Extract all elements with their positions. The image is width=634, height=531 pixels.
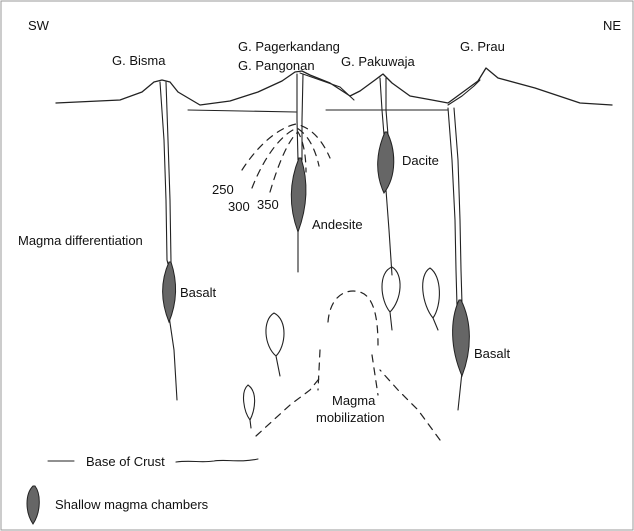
mobilization-arch [328, 291, 378, 345]
isotherm-300-label: 300 [228, 199, 250, 214]
base-of-crust-line-right [176, 459, 258, 462]
basalt-left-label: Basalt [180, 285, 217, 300]
basalt-chamber-right [453, 300, 470, 376]
isotherm-350-label: 350 [257, 197, 279, 212]
secondary-ridge [300, 73, 354, 100]
sw-label: SW [28, 18, 50, 33]
volcano-label-bisma: G. Bisma [112, 53, 166, 68]
ne-label: NE [603, 18, 621, 33]
diapir-right [423, 268, 440, 330]
mobilization-dome-right [380, 370, 440, 440]
volcano-label-pakuwaja: G. Pakuwaja [341, 54, 415, 69]
legend-chamber-icon [27, 486, 39, 524]
diapir-center [382, 267, 400, 330]
legend-label: Shallow magma chambers [55, 497, 209, 512]
diapir-small-left [244, 385, 255, 428]
andesite-chamber [291, 158, 306, 232]
bisma-conduit [160, 82, 177, 400]
magma-differentiation-label: Magma differentiation [18, 233, 143, 248]
magma-mobilization-label-line1: Magma [332, 393, 376, 408]
basalt-right-label: Basalt [474, 346, 511, 361]
magma-mobilization-label-line2: mobilization [316, 410, 385, 425]
volcano-label-pagerkandang: G. Pagerkandang [238, 39, 340, 54]
dacite-label: Dacite [402, 153, 439, 168]
dacite-chamber [378, 132, 394, 193]
andesite-label: Andesite [312, 217, 363, 232]
diapir-mid-left [266, 313, 284, 376]
basalt-chamber-left [163, 262, 176, 322]
mobilization-dome-left [256, 375, 322, 436]
isotherm-300-arc [252, 128, 319, 188]
volcano-label-pangonan: G. Pangonan [238, 58, 315, 73]
isotherm-250-arc [242, 124, 330, 170]
isotherm-250-label: 250 [212, 182, 234, 197]
surface-profile [56, 68, 612, 105]
mobilization-lower-lines [318, 350, 378, 395]
subsurface-line-left [188, 110, 296, 112]
volcano-label-prau: G. Prau [460, 39, 505, 54]
base-of-crust-label: Base of Crust [86, 454, 165, 469]
